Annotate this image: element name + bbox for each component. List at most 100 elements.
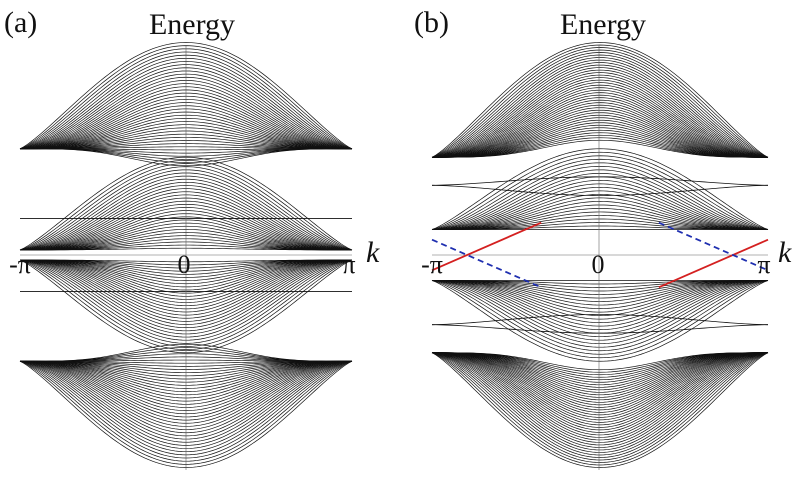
outer-upper-band: [432, 112, 768, 158]
inner-lower-band: [432, 280, 768, 306]
inner-lower-band: [431, 280, 769, 359]
outer-upper-band: [431, 44, 769, 158]
outer-upper-band: [431, 77, 769, 158]
outer-lower-band: [431, 352, 769, 456]
outer-upper-band: [432, 117, 768, 158]
inner-lower-band: [432, 280, 768, 295]
inner-lower-band: [431, 280, 769, 352]
outer-upper-band: [431, 42, 769, 158]
inner-upper-band: [431, 187, 769, 230]
outer-lower-band: [431, 352, 769, 413]
outer-lower-band: [432, 352, 768, 386]
outer-lower-band: [431, 352, 769, 461]
panel-b-label: (b): [414, 6, 449, 39]
inner-lower-band: [431, 280, 769, 327]
outer-lower-band: [431, 352, 769, 453]
outer-lower-band: [431, 352, 769, 466]
outer-lower-band: [431, 352, 769, 436]
panel-b-tick-pi: π: [757, 250, 770, 279]
inner-upper-band: [431, 169, 769, 230]
lens-upper-top: [431, 176, 769, 186]
outer-upper-band: [432, 114, 768, 158]
inner-lower-band: [431, 280, 769, 338]
outer-lower-band: [432, 352, 768, 391]
inner-lower-band: [432, 280, 768, 292]
outer-upper-band: [431, 49, 769, 158]
outer-upper-band: [431, 97, 769, 158]
inner-upper-band: [431, 190, 769, 230]
outer-lower-band: [432, 352, 768, 396]
edge-state-1: [658, 238, 769, 289]
outer-lower-band: [432, 352, 768, 406]
outer-lower-band: [431, 352, 769, 423]
outer-lower-band: [431, 352, 769, 468]
panel-b-ylabel: Energy: [560, 8, 646, 41]
outer-upper-band: [431, 84, 769, 158]
outer-upper-band: [431, 89, 769, 158]
outer-upper-band: [431, 57, 769, 158]
outer-lower-band: [431, 352, 769, 441]
outer-lower-band: [432, 352, 768, 408]
outer-lower-band: [432, 352, 768, 403]
inner-lower-band: [431, 280, 769, 331]
inner-upper-band: [431, 148, 769, 230]
outer-upper-band: [431, 92, 769, 158]
outer-lower-band: [432, 352, 768, 401]
outer-upper-band: [431, 54, 769, 158]
outer-upper-band: [431, 79, 769, 158]
inner-upper-band: [431, 162, 769, 230]
panel-b: (b) Energy -π 0 π k: [414, 6, 792, 470]
outer-lower-band: [431, 352, 769, 446]
panel-b-xlabel: k: [778, 236, 792, 269]
panel-b-tick-zero: 0: [592, 250, 605, 279]
inner-upper-band: [432, 211, 768, 230]
outer-upper-band: [431, 72, 769, 158]
outer-upper-band: [431, 82, 769, 158]
inner-upper-band: [432, 215, 768, 230]
outer-lower-band: [431, 352, 769, 458]
outer-lower-band: [431, 352, 769, 421]
inner-lower-band: [432, 280, 768, 309]
inner-lower-band: [431, 280, 769, 362]
inner-upper-band: [432, 201, 768, 230]
outer-lower-band: [432, 352, 768, 411]
outer-upper-band: [431, 52, 769, 158]
panel-a: (a) Energy -π 0 π k: [4, 6, 380, 470]
lens-lower-bottom: [431, 324, 769, 334]
inner-upper-band: [431, 151, 769, 230]
inner-lower-band: [431, 280, 769, 348]
inner-upper-band: [431, 155, 769, 230]
outer-upper-band: [431, 87, 769, 158]
outer-upper-band: [432, 99, 768, 158]
inner-lower-band: [431, 280, 769, 355]
inner-lower-band: [432, 280, 768, 299]
outer-upper-band: [432, 119, 768, 158]
inner-upper-band: [432, 194, 768, 230]
outer-lower-band: [431, 352, 769, 426]
panel-a-ylabel: Energy: [149, 8, 235, 41]
inner-lower-band: [431, 280, 769, 320]
panel-a-tick-zero: 0: [178, 250, 191, 279]
outer-upper-band: [431, 74, 769, 158]
panel-b-edge-states: [431, 221, 769, 289]
lens-lower-top: [431, 314, 769, 326]
outer-upper-band: [431, 67, 769, 158]
outer-upper-band: [432, 124, 768, 158]
panel-a-label: (a): [4, 6, 37, 39]
outer-lower-band: [431, 352, 769, 416]
outer-upper-band: [431, 94, 769, 158]
outer-lower-band: [431, 352, 769, 448]
outer-lower-band: [431, 352, 769, 418]
outer-lower-band: [431, 352, 769, 438]
inner-lower-band: [432, 280, 768, 313]
inner-upper-band: [431, 165, 769, 230]
outer-lower-band: [432, 352, 768, 393]
outer-upper-band: [432, 102, 768, 158]
panel-a-tick-minus-pi: -π: [9, 250, 31, 279]
outer-upper-band: [432, 109, 768, 158]
outer-upper-band: [432, 107, 768, 158]
inner-upper-band: [431, 179, 769, 230]
inner-upper-band: [432, 208, 768, 230]
outer-lower-band: [431, 352, 769, 428]
outer-lower-band: [431, 352, 769, 431]
